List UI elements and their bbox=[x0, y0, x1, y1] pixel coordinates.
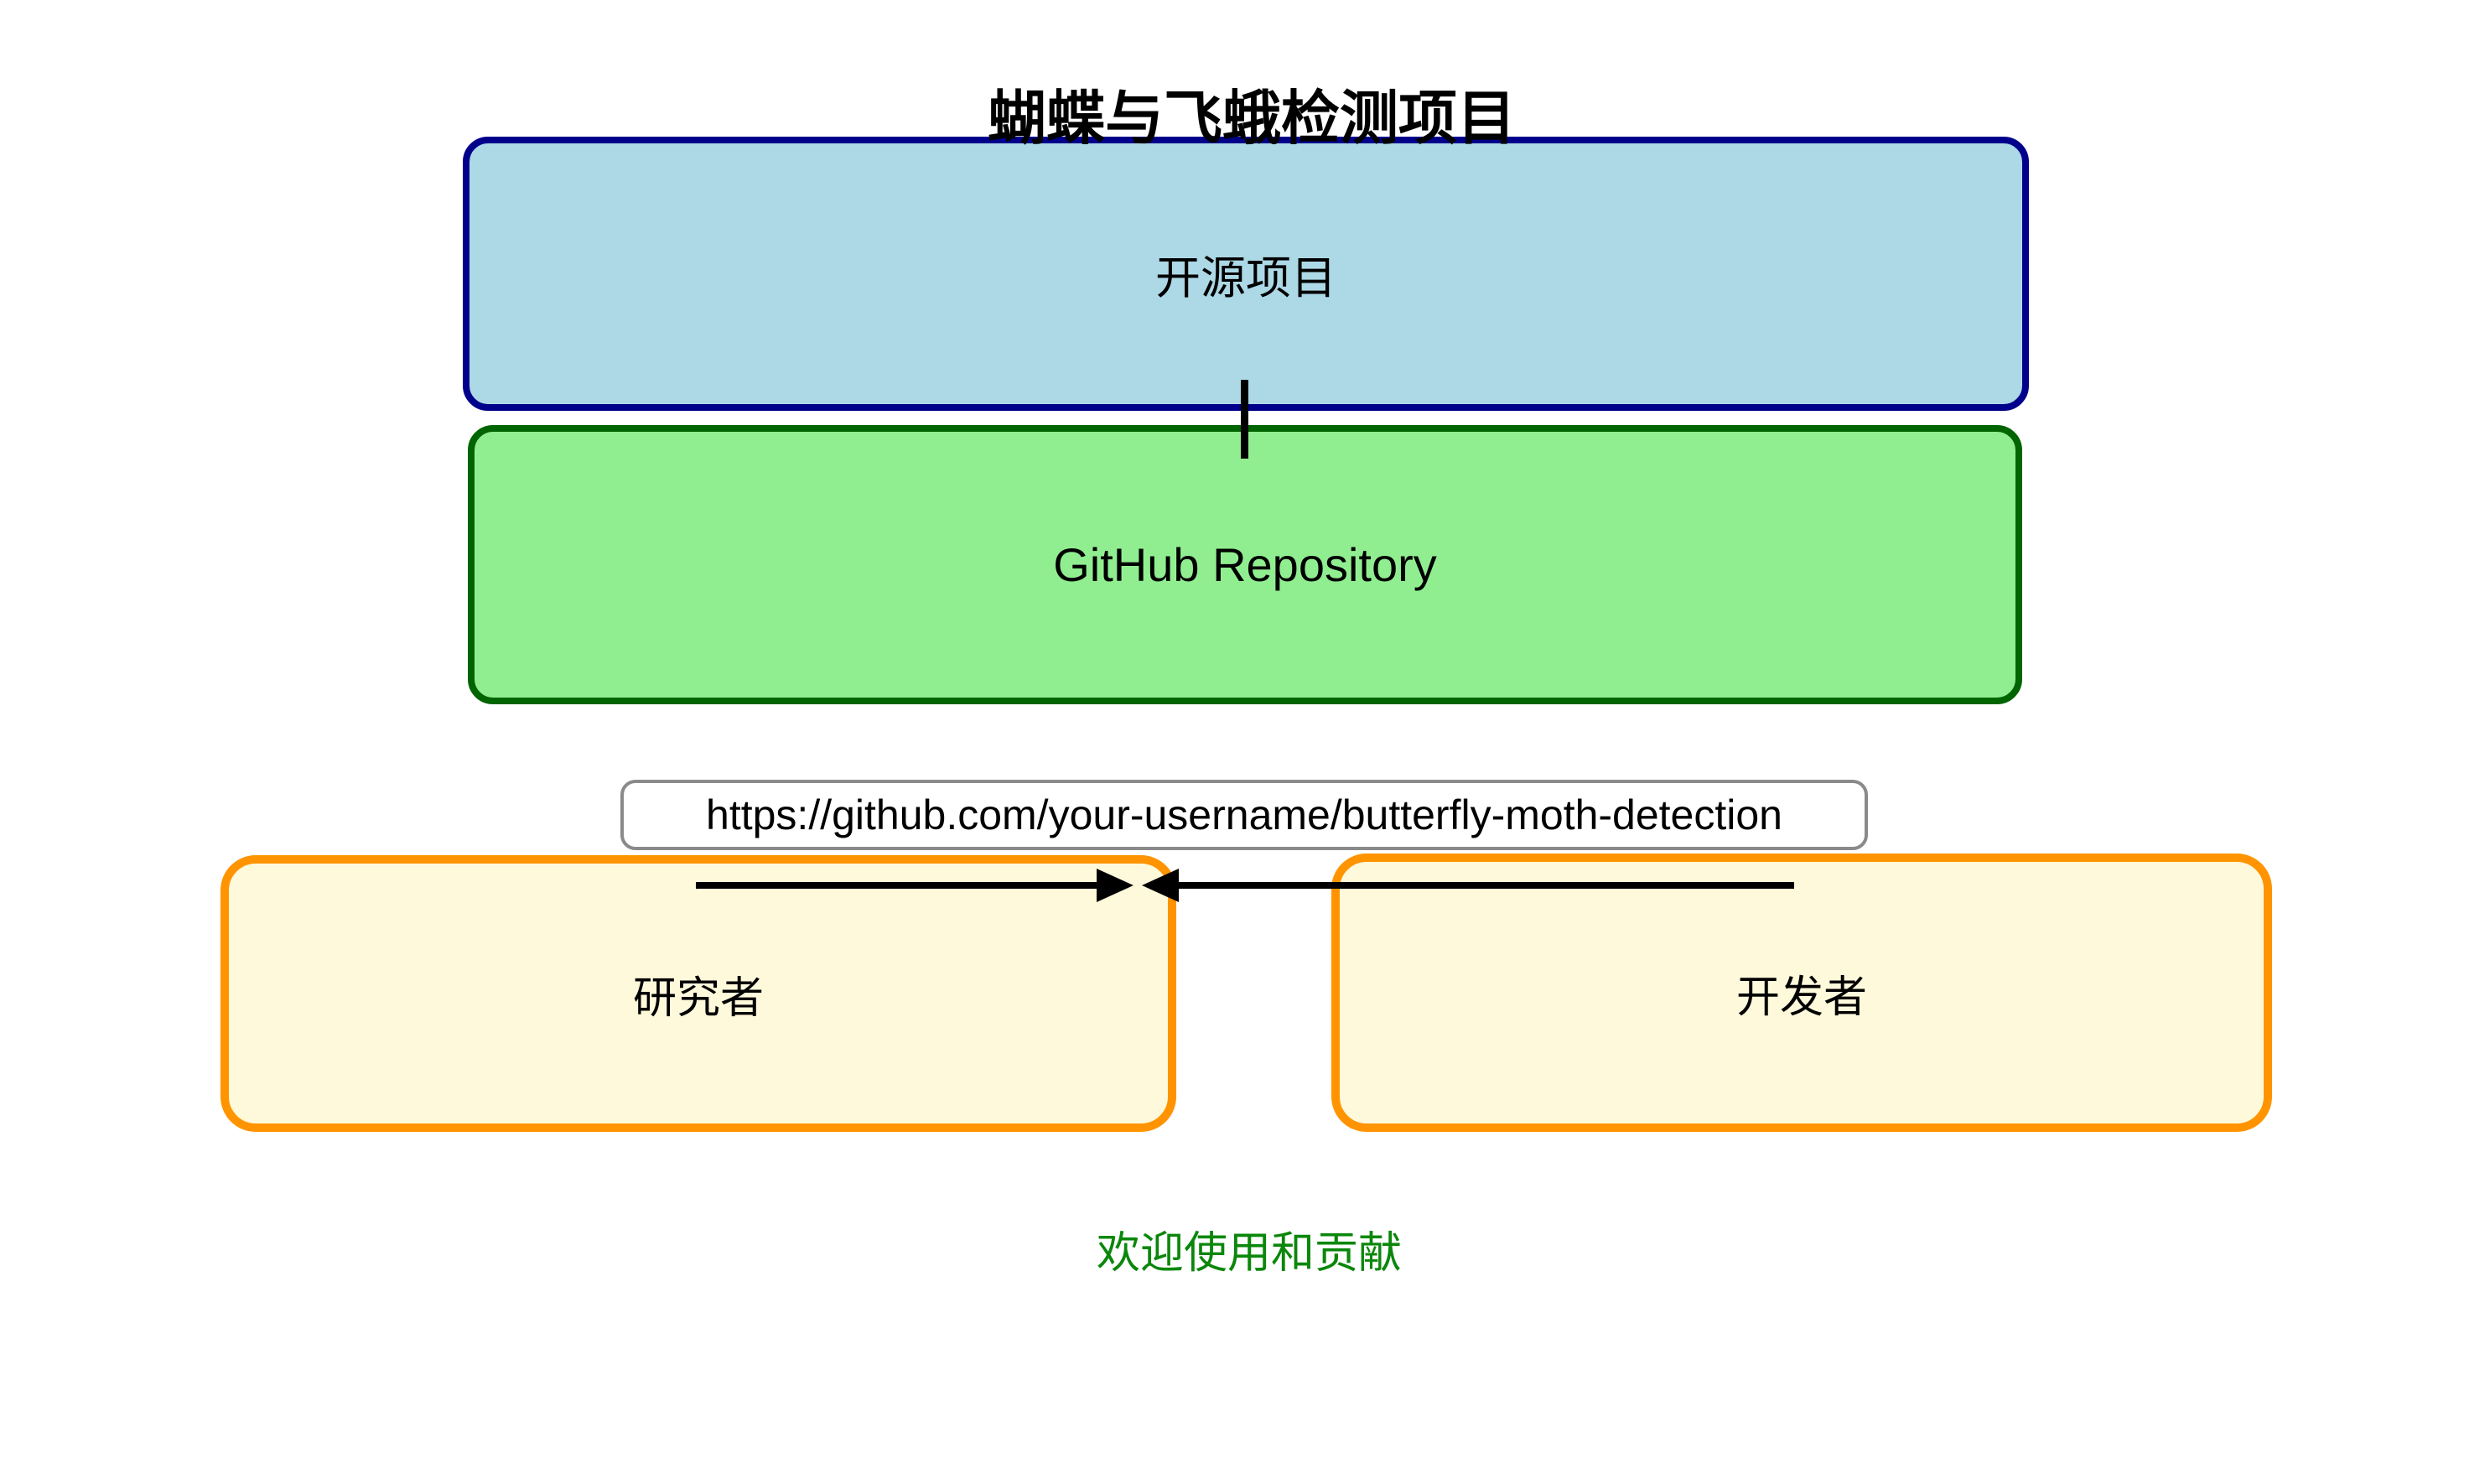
developer-label: 开发者 bbox=[1735, 973, 1867, 1022]
open-source-node: 开源项目 bbox=[463, 137, 2029, 411]
researcher-node: 研究者 bbox=[220, 855, 1176, 1132]
footer-note: 欢迎使用和贡献 bbox=[1096, 1229, 1403, 1278]
open-source-label: 开源项目 bbox=[1155, 253, 1336, 304]
repo-url-label: https://github.com/your-username/butterf… bbox=[706, 791, 1782, 838]
github-repo-node: GitHub Repository bbox=[468, 425, 2022, 704]
developer-node: 开发者 bbox=[1331, 854, 2272, 1132]
connector-line bbox=[1241, 380, 1248, 459]
github-repo-label: GitHub Repository bbox=[1053, 538, 1437, 591]
researcher-label: 研究者 bbox=[632, 973, 764, 1023]
repo-url-box: https://github.com/your-username/butterf… bbox=[620, 780, 1868, 850]
diagram-title: 蝴蝶与飞蛾检测项目 bbox=[988, 86, 1516, 151]
